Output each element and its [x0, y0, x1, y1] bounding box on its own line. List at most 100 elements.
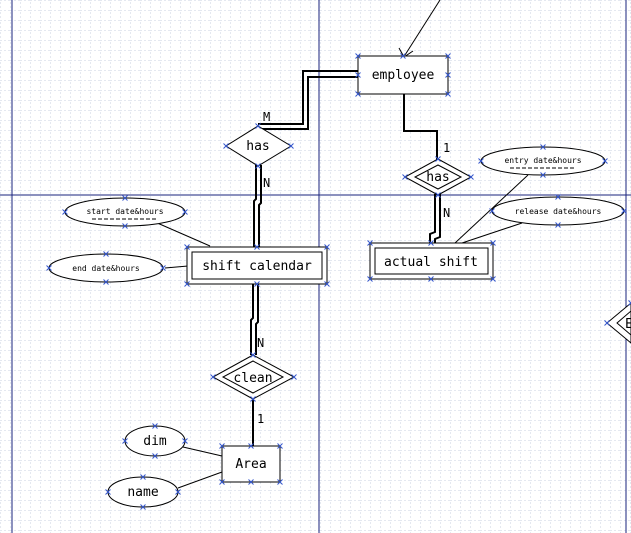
selection-handle [210, 374, 216, 380]
cardinality-n-has-right: N [443, 206, 450, 220]
relationship-clean-label: clean [233, 371, 272, 386]
selection-handle [367, 240, 373, 246]
selection-handle [621, 208, 627, 214]
selection-handle [152, 423, 158, 429]
selection-handle [248, 443, 254, 449]
connector-has-right-actual-shift-b [434, 194, 441, 243]
connector-employee-has-left-b [258, 76, 358, 130]
connector-shift-calendar-clean-b [255, 284, 259, 355]
attribute-dim[interactable]: dim [124, 425, 186, 457]
selection-handle [604, 320, 610, 326]
cardinality-n-clean: N [257, 336, 264, 350]
attribute-end-date-hours-label: end date&hours [72, 264, 140, 273]
selection-handle [46, 265, 52, 271]
selection-handle [602, 158, 608, 164]
attribute-name-label: name [127, 485, 158, 500]
selection-handle [490, 276, 496, 282]
selection-handle [152, 453, 158, 459]
selection-handle [140, 474, 146, 480]
attribute-entry-date-hours[interactable]: entry date&hours [480, 146, 606, 176]
connector-has-left-shift-calendar-a [253, 165, 257, 248]
entity-area-label: Area [235, 457, 266, 472]
selection-handle [160, 265, 166, 271]
selection-handle [489, 208, 495, 214]
selection-handle [468, 174, 474, 180]
attribute-release-date-hours-label: release date&hours [515, 207, 602, 216]
entity-employee-label: employee [372, 68, 435, 83]
selection-handles [46, 53, 631, 510]
selection-handle [277, 443, 283, 449]
selection-handle [182, 209, 188, 215]
selection-handle [355, 91, 361, 97]
relationship-has-left-label: has [246, 139, 269, 154]
selection-handle [402, 174, 408, 180]
relationship-partial-offscreen[interactable]: E [606, 302, 631, 344]
selection-handle [122, 438, 128, 444]
incoming-connector [404, 0, 441, 56]
selection-handle [445, 91, 451, 97]
selection-handle [628, 302, 631, 306]
selection-handle [445, 72, 451, 78]
selection-handle [103, 279, 109, 285]
attribute-start-date-hours-label: start date&hours [86, 207, 163, 216]
attribute-name[interactable]: name [107, 476, 179, 508]
entity-shift-calendar[interactable]: shift calendar [186, 246, 328, 285]
selection-handle [428, 276, 434, 282]
selection-handle [103, 251, 109, 257]
cardinality-n-has-left: N [263, 176, 270, 190]
selection-handle [445, 53, 451, 59]
selection-handle [555, 222, 561, 228]
entity-employee[interactable]: employee [357, 55, 449, 95]
attribute-release-date-hours[interactable]: release date&hours [491, 196, 625, 226]
selection-handle [182, 438, 188, 444]
connector-has-left-shift-calendar-b [258, 165, 262, 248]
entity-area[interactable]: Area [221, 445, 281, 483]
entity-actual-shift-label: actual shift [384, 255, 478, 270]
entity-actual-shift[interactable]: actual shift [369, 242, 494, 280]
connector-shift-calendar-clean-a [250, 284, 254, 355]
entity-shift-calendar-label: shift calendar [202, 259, 312, 274]
selection-handle [324, 244, 330, 250]
selection-handle [555, 194, 561, 200]
selection-handle [175, 489, 181, 495]
selection-handle [140, 504, 146, 510]
selection-handle [540, 144, 546, 150]
selection-handle [490, 240, 496, 246]
attribute-end-date-hours[interactable]: end date&hours [48, 253, 164, 283]
connector-has-right-actual-shift-a [429, 194, 436, 243]
selection-handle [105, 489, 111, 495]
selection-handle [255, 163, 261, 169]
selection-handle [277, 479, 283, 485]
selection-handle [184, 244, 190, 250]
selection-handle [400, 53, 406, 59]
selection-handle [288, 143, 294, 149]
attribute-start-date-hours[interactable]: start date&hours [64, 197, 186, 227]
selection-handle [435, 192, 441, 198]
selection-handle [478, 158, 484, 164]
connector-employee-has-left-a [258, 70, 358, 125]
selection-handle [62, 209, 68, 215]
cardinality-1-clean: 1 [257, 412, 264, 426]
selection-handle [219, 479, 225, 485]
attribute-entry-date-hours-label: entry date&hours [504, 156, 581, 165]
cardinality-1-has-right: 1 [443, 141, 450, 155]
relationship-has-right-label: has [426, 170, 449, 185]
selection-handle [255, 123, 261, 129]
selection-handle [250, 396, 256, 402]
cardinality-m: M [263, 110, 270, 124]
selection-handle [291, 374, 297, 380]
selection-handle [250, 352, 256, 358]
attribute-dim-label: dim [143, 434, 167, 449]
selection-handle [540, 172, 546, 178]
attribute-connectors [154, 174, 529, 489]
selection-handle [122, 223, 128, 229]
relationship-partial-label: E [625, 317, 631, 332]
selection-handle [254, 281, 260, 287]
selection-handle [355, 72, 361, 78]
connectors [250, 0, 441, 446]
selection-handle [219, 443, 225, 449]
relationship-has-right[interactable]: has [403, 158, 473, 196]
connector-employee-has-right [403, 94, 438, 160]
selection-handle [435, 156, 441, 162]
